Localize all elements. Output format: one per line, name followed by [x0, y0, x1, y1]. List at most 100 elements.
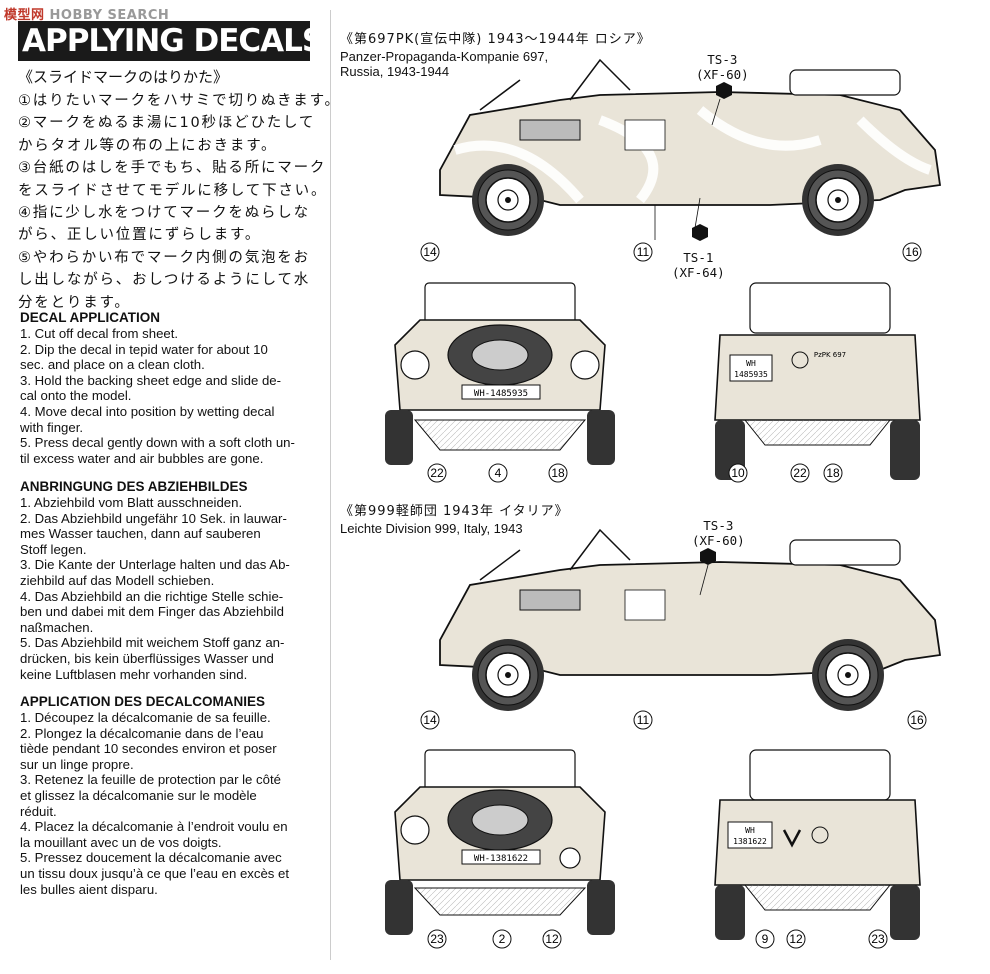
english-line: with finger. — [20, 419, 84, 435]
callout-number: 12 — [545, 932, 559, 946]
scheme1-caption-en2: Russia, 1943-1944 — [340, 64, 450, 79]
scheme1-side-view — [439, 58, 942, 241]
paint-code: TS-1 — [683, 250, 714, 265]
callout-number: 11 — [637, 245, 650, 259]
scheme2-side-view — [439, 528, 942, 712]
french-line: 2. Plongez la décalcomanie dans de l’eau — [20, 725, 264, 741]
scheme2-paint-ts3: TS-3 (XF-60) — [692, 518, 745, 548]
scheme1-paint-ts3: TS-3 (XF-60) — [696, 52, 749, 82]
scheme1-caption-jp: 《第697PK(宣伝中隊) 1943〜1944年 ロシア》 — [340, 32, 651, 47]
callout-number: 18 — [551, 466, 565, 480]
german-line: Stoff legen. — [20, 541, 87, 557]
japanese-line: からタオル等の布の上におきます。 — [18, 137, 278, 154]
callout: 22 — [790, 463, 810, 483]
scheme2-caption-jp: 《第999軽師団 1943年 イタリア》 — [340, 504, 569, 519]
paint-code-xf: (XF-60) — [692, 533, 745, 548]
english-line: til excess water and air bubbles are gon… — [20, 450, 264, 466]
callout-number: 22 — [430, 466, 444, 480]
callout-number: 16 — [905, 245, 919, 259]
callout-number: 12 — [789, 932, 803, 946]
rear-unit-marking: PzPK 697 — [814, 351, 846, 359]
callout: 16 — [902, 242, 922, 262]
japanese-line: し出しながら、おしつけるようにして水 — [18, 272, 311, 289]
callout: 12 — [786, 929, 806, 949]
german-line: ben und dabei mit dem Finger das Abziehb… — [20, 604, 284, 620]
scheme1-caption-en1: Panzer-Propaganda-Kompanie 697, — [340, 49, 549, 64]
callout-number: 11 — [637, 713, 650, 727]
front-plate: WH-1381622 — [474, 854, 528, 864]
english-line: 1. Cut off decal from sheet. — [20, 326, 179, 341]
callout: 23 — [427, 929, 447, 949]
callout: 23 — [868, 929, 888, 949]
french-line: les bulles aient disparu. — [20, 881, 158, 897]
callout-number: 16 — [910, 713, 924, 727]
english-line: sec. and place on a clean cloth. — [20, 357, 205, 373]
callout-number: 2 — [499, 932, 506, 946]
scheme2-front-view: WH-1381622 — [385, 749, 615, 935]
german-line: ziehbild auf das Modell schieben. — [20, 572, 215, 588]
callout: 14 — [420, 710, 440, 730]
english-line: cal onto the model. — [20, 388, 132, 404]
rear-plate-line2: 1381622 — [733, 837, 767, 846]
english-line: 2. Dip the decal in tepid water for abou… — [20, 341, 268, 357]
japanese-line: がら、正しい位置にずらします。 — [18, 227, 262, 244]
scheme1-caption: 《第697PK(宣伝中隊) 1943〜1944年 ロシア》 Panzer-Pro… — [340, 28, 651, 79]
callout-number: 10 — [731, 466, 745, 480]
callout: 18 — [548, 463, 568, 483]
german-line: naßmachen. — [20, 619, 94, 635]
callout-number: 14 — [423, 245, 437, 259]
callout: 14 — [420, 242, 440, 262]
german-line: drücken, bis kein überflüssiges Wasser u… — [20, 650, 274, 666]
german-line: 1. Abziehbild vom Blatt ausschneiden. — [20, 495, 243, 510]
french-line: tiède pendant 10 secondes environ et pos… — [20, 741, 277, 757]
japanese-line: 分をとります。 — [18, 294, 131, 311]
french-line: sur un linge propre. — [20, 756, 134, 772]
callout: 9 — [755, 929, 775, 949]
french-line: et glissez la décalcomanie sur le modèle — [20, 787, 257, 803]
paint-code: TS-3 — [703, 518, 734, 533]
callout-number: 9 — [762, 932, 769, 946]
english-section: DECAL APPLICATION 1. Cut off decal from … — [20, 310, 320, 466]
german-line: 2. Das Abziehbild ungefähr 10 Sek. in la… — [20, 510, 287, 526]
paint-code-xf: (XF-64) — [672, 265, 725, 280]
french-heading: APPLICATION DES DECALCOMANIES — [20, 694, 266, 709]
callout: 10 — [728, 463, 748, 483]
callout: 16 — [907, 710, 927, 730]
callout: 18 — [823, 463, 843, 483]
scheme2-caption: 《第999軽師団 1943年 イタリア》 Leichte Division 99… — [340, 500, 569, 536]
watermark-prefix: 模型网 — [4, 8, 45, 23]
rear-plate-line2: 1485935 — [734, 370, 768, 379]
japanese-steps: ①はりたいマークをハサミで切りぬきます。 ②マークをぬるま湯に10秒ほどひたして… — [18, 90, 339, 314]
column-divider — [330, 10, 331, 960]
english-line: 4. Move decal into position by wetting d… — [20, 403, 275, 419]
german-line: 5. Das Abziehbild mit weichem Stoff ganz… — [20, 635, 285, 651]
front-plate: WH-1485935 — [474, 389, 528, 399]
scheme2-rear-view: WH 1381622 — [714, 749, 921, 940]
callout-number: 22 — [793, 466, 807, 480]
japanese-heading: 《スライドマークのはりかた》 — [18, 68, 229, 86]
callout-number: 18 — [826, 466, 840, 480]
french-line: 4. Placez la décalcomanie à l’endroit vo… — [20, 819, 288, 835]
japanese-line: をスライドさせてモデルに移して下さい。 — [18, 182, 328, 199]
callout: 4 — [488, 463, 508, 483]
german-section: ANBRINGUNG DES ABZIEHBILDES 1. Abziehbil… — [20, 479, 320, 682]
german-line: 3. Die Kante der Unterlage halten und da… — [20, 557, 290, 573]
french-line: 1. Découpez la décalcomanie de sa feuill… — [20, 710, 271, 725]
watermark: 模型网 HOBBY SEARCH — [4, 4, 169, 23]
french-line: 3. Retenez la feuille de protection par … — [20, 772, 281, 788]
paint-code: TS-3 — [707, 52, 738, 67]
french-line: 5. Pressez doucement la décalcomanie ave… — [20, 850, 282, 866]
rear-plate-line1: WH — [745, 826, 755, 835]
scheme1-paint-ts1: TS-1 (XF-64) — [672, 250, 725, 280]
german-heading: ANBRINGUNG DES ABZIEHBILDES — [20, 479, 248, 494]
callout: 12 — [542, 929, 562, 949]
english-heading: DECAL APPLICATION — [20, 310, 161, 325]
scheme1-rear-view: WH 1485935 PzPK 697 — [714, 282, 921, 480]
french-line: la mouillant avec un de vos doigts. — [20, 834, 222, 850]
german-line: mes Wasser tauchen, dann auf sauberen — [20, 526, 261, 542]
callout-number: 23 — [871, 932, 885, 946]
paint-code-xf: (XF-60) — [696, 67, 749, 82]
japanese-line: ②マークをぬるま湯に10秒ほどひたして — [18, 115, 316, 132]
callout: 11 — [633, 242, 653, 262]
